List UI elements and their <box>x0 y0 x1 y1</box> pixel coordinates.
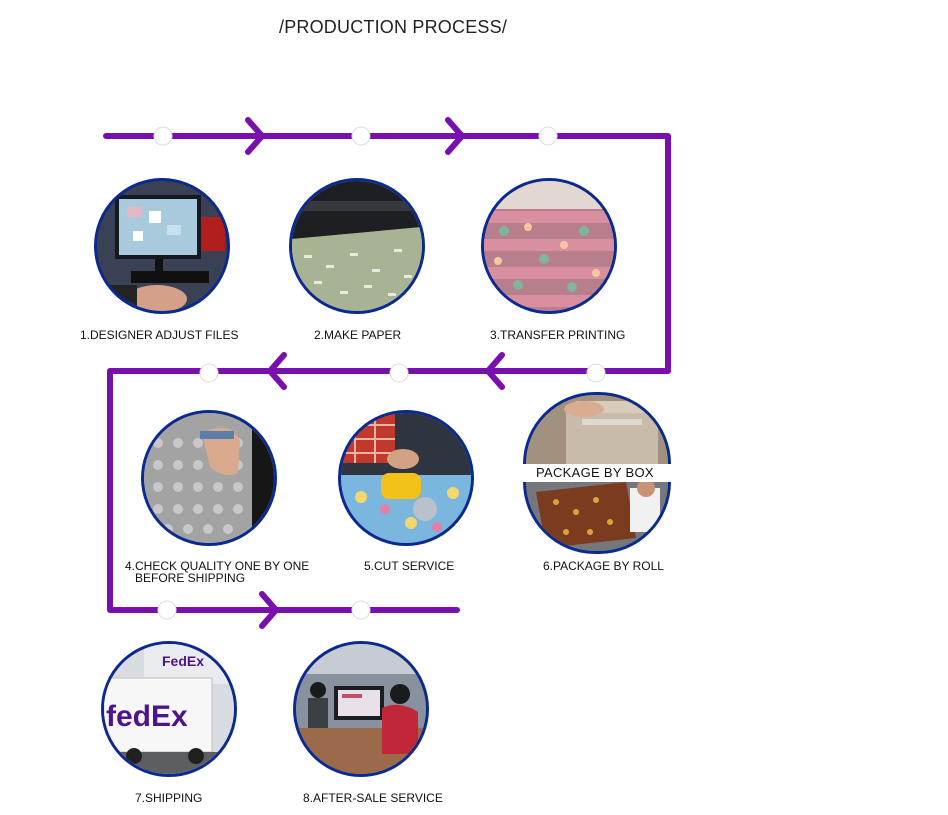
step-label: 6.PACKAGE BY ROLL <box>543 559 664 573</box>
arrow-right-icon <box>245 117 265 155</box>
page-title: /PRODUCTION PROCESS/ <box>279 17 508 37</box>
package-box-caption: PACKAGE BY BOX <box>536 465 654 480</box>
fedex-sign-logo: FedEx <box>162 653 204 669</box>
step-label: 1.DESIGNER ADJUST FILES <box>80 328 239 342</box>
printer-paper-photo <box>289 178 425 314</box>
step-label: 2.MAKE PAPER <box>314 328 402 342</box>
step-label: 3.TRANSFER PRINTING <box>490 328 626 342</box>
flow-node <box>538 126 558 146</box>
step-label: 4.CHECK QUALITY ONE BY ONE <box>125 559 310 573</box>
designer-computer-photo <box>94 178 230 314</box>
fedex-truck-logo: fedEx <box>106 700 188 733</box>
fedex-truck-photo: FedEx fedEx <box>101 641 237 777</box>
arrow-right-icon <box>445 117 465 155</box>
step-label: 5.CUT SERVICE <box>364 559 455 573</box>
flow-node <box>389 363 409 383</box>
flow-node <box>351 600 371 620</box>
quality-check-photo <box>141 410 277 546</box>
step-label: 8.AFTER-SALE SERVICE <box>303 791 443 805</box>
arrow-left-icon <box>485 352 505 390</box>
arrow-right-icon <box>259 591 279 629</box>
step-label: 7.SHIPPING <box>135 791 203 805</box>
arrow-left-icon <box>267 352 287 390</box>
cutting-fabric-photo <box>338 410 474 546</box>
fabric-rolls-photo <box>481 178 617 314</box>
flow-node <box>157 600 177 620</box>
flow-node <box>153 126 173 146</box>
office-service-photo <box>293 641 429 777</box>
flow-node <box>586 363 606 383</box>
step-label-line2: BEFORE SHIPPING <box>135 571 246 585</box>
flow-node <box>351 126 371 146</box>
flow-node <box>199 363 219 383</box>
